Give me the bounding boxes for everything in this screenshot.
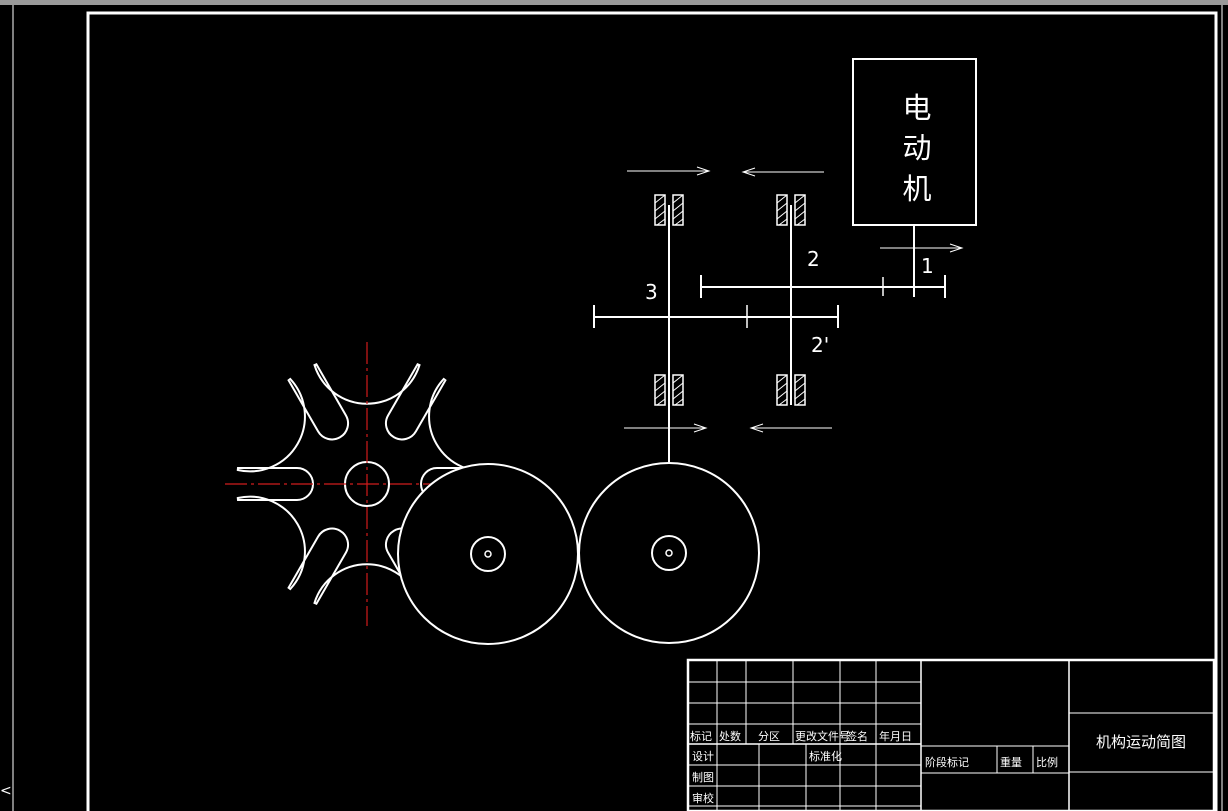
tb-header-date: 年月日 bbox=[879, 729, 912, 743]
arrow-bottom-left bbox=[624, 423, 708, 433]
tb-header-change-doc: 更改文件号 bbox=[795, 729, 850, 743]
title-block-text: 标记 处数 分区 更改文件号 签名 年月日 设计 制图 审校 标准化 阶段标记 … bbox=[690, 729, 1186, 805]
gear-label-3: 3 bbox=[645, 280, 658, 304]
tb-header-count: 处数 bbox=[719, 730, 741, 743]
gear-train: 1 2 2' 3 bbox=[593, 166, 964, 553]
roller-right bbox=[578, 462, 760, 644]
arrow-top-right bbox=[741, 167, 824, 177]
gear-label-2: 2 bbox=[807, 247, 820, 271]
tb-row-review: 审校 bbox=[692, 791, 714, 805]
gear-label-1: 1 bbox=[921, 254, 934, 278]
motor-label-3: 机 bbox=[902, 172, 931, 206]
tb-header-mark: 标记 bbox=[690, 729, 712, 743]
inner-border bbox=[86, 11, 1218, 811]
tb-standardization: 标准化 bbox=[809, 749, 842, 763]
motor: 电 动 机 bbox=[852, 58, 977, 297]
tb-header-sign: 签名 bbox=[846, 729, 868, 743]
motor-label-1: 电 bbox=[902, 91, 931, 125]
arrow-motor bbox=[880, 243, 964, 253]
tb-row-design: 设计 bbox=[692, 750, 714, 763]
arrow-top-left bbox=[627, 166, 711, 176]
tb-scale: 比例 bbox=[1036, 755, 1058, 769]
tb-weight: 重量 bbox=[1000, 755, 1022, 769]
bearing-lower-right bbox=[776, 374, 806, 406]
roller-left bbox=[397, 463, 579, 645]
motor-label-2: 动 bbox=[902, 131, 931, 165]
tb-stage-mark: 阶段标记 bbox=[925, 755, 969, 769]
tb-row-draw: 制图 bbox=[692, 771, 714, 784]
bearing-lower-left bbox=[654, 374, 684, 406]
title-block bbox=[686, 658, 1216, 811]
side-mark: < bbox=[0, 783, 12, 799]
bearing-upper-right bbox=[776, 194, 806, 226]
window-top-bar bbox=[0, 0, 1228, 5]
tb-header-zone: 分区 bbox=[758, 730, 780, 743]
arrow-bottom-right bbox=[749, 423, 832, 433]
bearing-upper-left bbox=[654, 194, 684, 226]
gear-label-2-prime: 2' bbox=[811, 333, 829, 357]
tb-drawing-name: 机构运动简图 bbox=[1096, 733, 1186, 751]
